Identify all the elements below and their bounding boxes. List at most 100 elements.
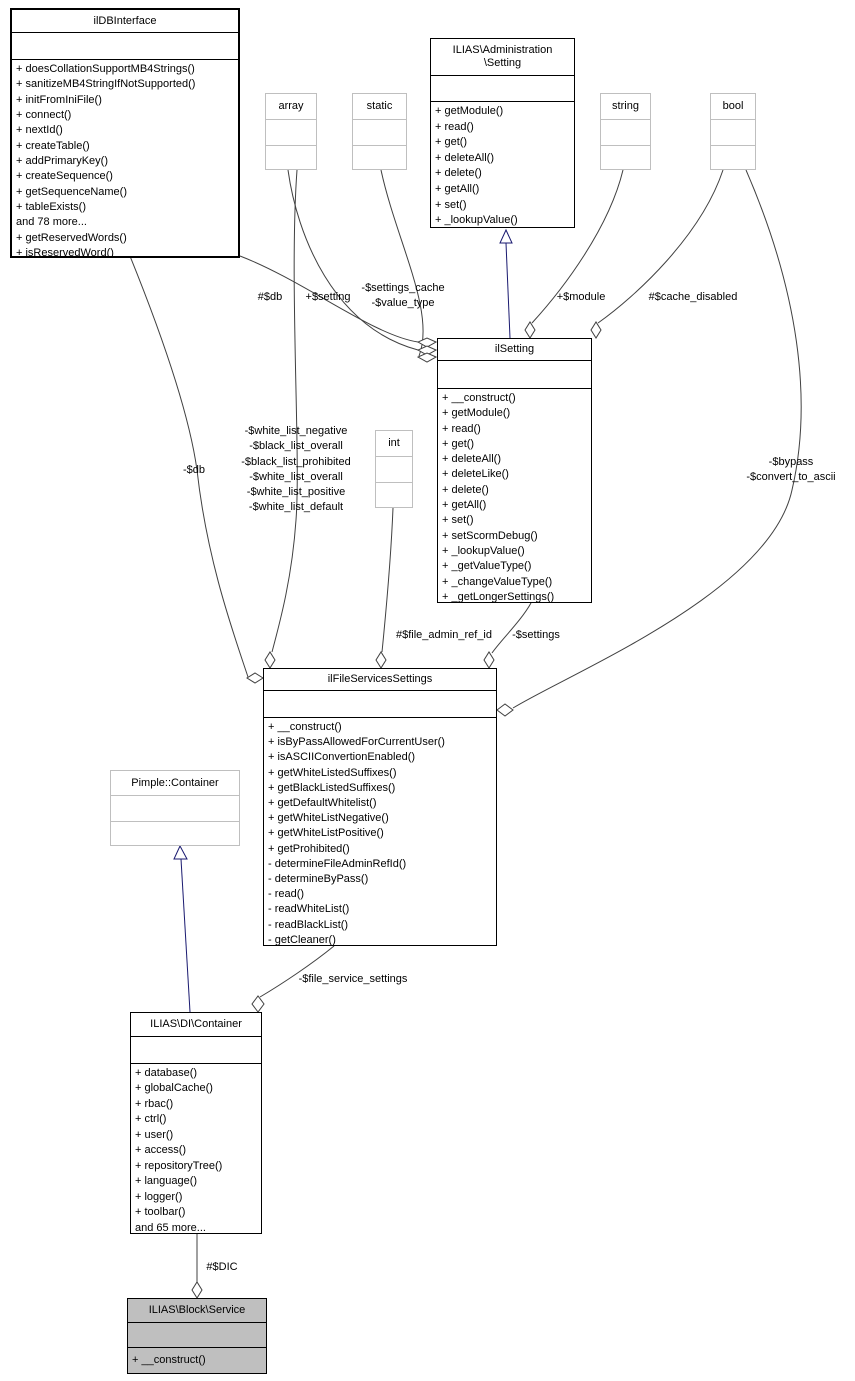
class-node-ilsetting[interactable]: ilSetting + __construct() + getModule() …	[437, 338, 592, 603]
method-label: + repositoryTree()	[135, 1159, 223, 1172]
method-label: + addPrimaryKey()	[16, 155, 109, 168]
class-title-line2: \Setting	[483, 57, 522, 69]
attributes-compartment	[128, 1323, 266, 1348]
type-title: array	[266, 94, 316, 120]
type-node-static: static	[352, 93, 407, 170]
method-label: + doesCollationSupportMB4Strings()	[16, 63, 195, 75]
attributes-compartment	[353, 120, 406, 146]
methods-compartment: + __construct() + getModule() + read() +…	[438, 389, 591, 602]
edge-label-module: +$module	[556, 291, 606, 303]
method-label: + deleteAll()	[442, 453, 502, 466]
class-title-line1: ILIAS\Administration	[452, 44, 553, 56]
attributes-compartment	[431, 76, 574, 102]
method-label: + get()	[442, 437, 475, 450]
class-node-ilias-administration-setting[interactable]: ILIAS\Administration \Setting + getModul…	[430, 38, 575, 228]
attributes-compartment	[131, 1037, 261, 1064]
method-label: + __construct()	[132, 1354, 206, 1366]
class-title: ILIAS\DI\Container	[131, 1013, 261, 1037]
method-label: + read()	[442, 422, 481, 435]
attributes-compartment	[111, 796, 239, 822]
type-title: string	[601, 94, 650, 120]
aggregation-diamond-module	[524, 321, 536, 339]
method-label: + nextId()	[16, 124, 63, 137]
method-label: + __construct()	[442, 392, 516, 404]
method-label: + delete()	[442, 483, 489, 496]
aggregation-diamond-setting	[416, 345, 438, 356]
method-label: and 65 more...	[135, 1221, 206, 1233]
class-node-ilias-di-container[interactable]: ILIAS\DI\Container + database() + global…	[130, 1012, 262, 1234]
methods-compartment	[376, 483, 412, 507]
method-label: + __construct()	[268, 721, 342, 733]
edge-label-line: -$white_list_negative	[244, 425, 348, 437]
method-label: + _lookupValue()	[442, 544, 525, 557]
edge-label-dic: #$DIC	[206, 1261, 238, 1273]
method-label: + initFromIniFile()	[16, 93, 102, 106]
method-label: + getProhibited()	[268, 842, 350, 855]
edge-static-ilsetting	[380, 169, 424, 357]
class-title: ILIAS\Administration \Setting	[431, 39, 574, 76]
method-label: + getModule()	[442, 407, 511, 420]
edge-label-bypass: -$bypass -$convert_to_ascii	[727, 455, 855, 486]
class-node-ildbinterface[interactable]: ilDBInterface + doesCollationSupportMB4S…	[10, 8, 240, 258]
aggregation-diamond-settings-cache	[416, 352, 438, 363]
attributes-compartment	[264, 691, 496, 718]
attributes-compartment	[266, 120, 316, 146]
method-label: - determineByPass()	[268, 873, 369, 886]
method-label: + createTable()	[16, 139, 90, 152]
method-label: + _lookupValue()	[435, 214, 518, 227]
method-label: + getModule()	[435, 105, 504, 117]
method-label: + globalCache()	[135, 1082, 213, 1095]
attributes-compartment	[12, 33, 238, 60]
methods-compartment: + getModule() + read() + get() + deleteA…	[431, 102, 574, 227]
edge-label-cache-disabled: #$cache_disabled	[648, 291, 738, 303]
method-label: + getDefaultWhitelist()	[268, 797, 377, 810]
method-label: + user()	[135, 1128, 174, 1141]
methods-compartment: + doesCollationSupportMB4Strings() + san…	[12, 60, 238, 256]
edge-int-ilfileservicessettings	[381, 507, 394, 653]
method-label: + _getLongerSettings()	[442, 590, 555, 602]
aggregation-diamond-db	[416, 337, 438, 348]
methods-compartment: + __construct() + isByPassAllowedForCurr…	[264, 718, 496, 945]
edge-bool-ilsetting	[597, 169, 724, 324]
edge-label-file-admin-ref-id: #$file_admin_ref_id	[395, 629, 492, 641]
type-title: int	[376, 431, 412, 457]
edge-ildbinterface-ilfileservicessettings	[129, 255, 249, 678]
edge-label-line: -$convert_to_ascii	[746, 471, 836, 484]
methods-compartment: + __construct()	[128, 1348, 266, 1373]
method-label: + getAll()	[435, 182, 480, 195]
inheritance-arrow-pimple	[173, 844, 188, 860]
edge-label-db-protected: #$db	[257, 291, 283, 303]
method-label: + read()	[435, 120, 474, 133]
method-label: + getWhiteListPositive()	[268, 827, 384, 840]
inheritance-arrow-adminsetting	[499, 228, 513, 244]
method-label: - determineFileAdminRefId()	[268, 857, 407, 870]
edge-label-line: -$white_list_positive	[246, 486, 346, 499]
class-node-pimple-container: Pimple::Container	[110, 770, 240, 846]
edge-label-line: -$value_type	[371, 297, 435, 310]
method-label: + getSequenceName()	[16, 185, 127, 198]
method-label: + getAll()	[442, 499, 487, 512]
method-label: - read()	[268, 888, 305, 901]
method-label: + delete()	[435, 167, 482, 180]
type-title: bool	[711, 94, 755, 120]
edge-label-line: -$white_list_overall	[249, 470, 343, 483]
method-label: + _changeValueType()	[442, 575, 553, 588]
method-label: + database()	[135, 1067, 198, 1079]
class-node-ilfileservicessettings[interactable]: ilFileServicesSettings + __construct() +…	[263, 668, 497, 946]
methods-compartment	[266, 146, 316, 169]
edge-pimple-dicontainer-inheritance	[180, 858, 191, 1013]
type-title: static	[353, 94, 406, 120]
edge-array-ilfileservicessettings	[271, 169, 298, 653]
method-label: + ctrl()	[135, 1113, 167, 1126]
aggregation-diamond-white-lists	[264, 651, 276, 669]
edge-label-line: -$white_list_default	[248, 501, 344, 514]
method-label: - getCleaner()	[268, 933, 336, 945]
edge-label-line: -$bypass	[768, 456, 814, 468]
aggregation-diamond-file-service-settings	[251, 995, 265, 1013]
type-node-int: int	[375, 430, 413, 508]
method-label: + logger()	[135, 1190, 183, 1203]
aggregation-diamond-bypass	[496, 703, 514, 717]
class-title: ilFileServicesSettings	[264, 669, 496, 691]
aggregation-diamond-db-private	[246, 672, 264, 684]
class-node-ilias-block-service: ILIAS\Block\Service + __construct()	[127, 1298, 267, 1374]
